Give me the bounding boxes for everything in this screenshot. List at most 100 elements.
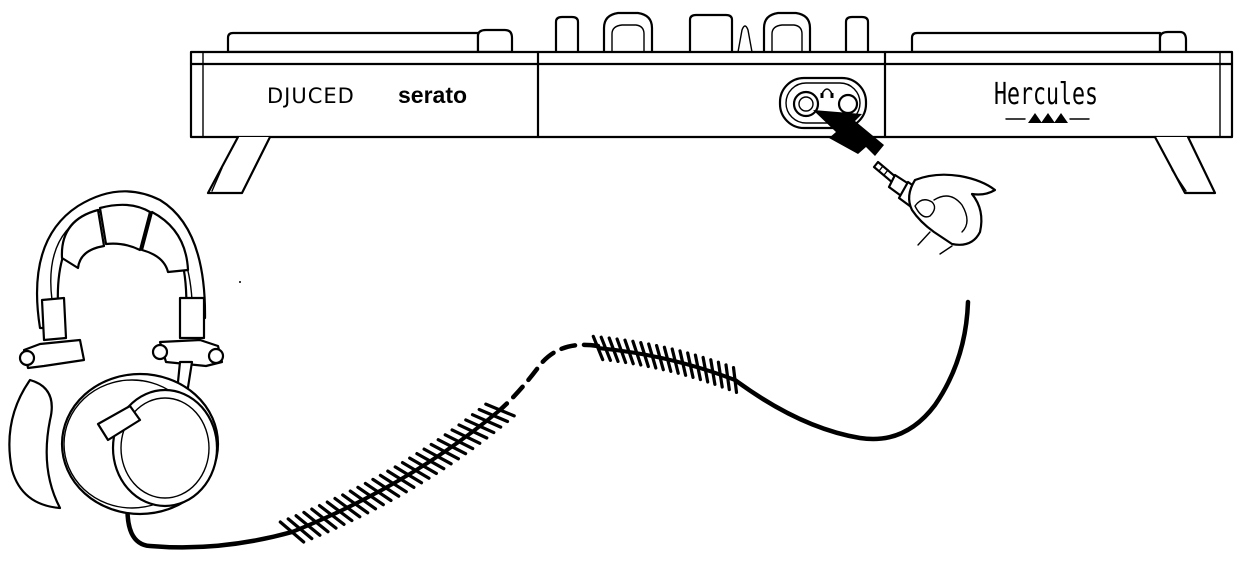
djuced-logo: DJUCED: [267, 84, 355, 108]
slider-left: [40, 296, 68, 342]
coil-tick: [393, 465, 424, 485]
serato-logo: serato: [398, 82, 467, 108]
right-leg: [1153, 135, 1217, 195]
coil-tick: [400, 461, 431, 480]
coil-tick: [709, 358, 717, 386]
cable-straight-bottom: [125, 495, 295, 550]
coil-tick: [415, 452, 446, 471]
coil-tick: [450, 428, 482, 445]
yoke-right-pivot-2: [207, 347, 225, 365]
coil-tick: [429, 442, 460, 461]
center-fader-block: [688, 13, 734, 54]
coil-tick: [639, 341, 650, 369]
coil-tick: [686, 351, 695, 379]
coil-tick: [422, 447, 453, 466]
coil-tick: [325, 500, 354, 523]
coil-tick: [716, 360, 724, 389]
coil-tick: [356, 485, 385, 507]
coil-tick: [294, 514, 322, 537]
coil-tick: [408, 456, 438, 476]
center-knob-1: [554, 15, 580, 54]
coil-tick: [386, 469, 416, 489]
jack-panel-inner: [785, 82, 861, 124]
headband-pad-center: [98, 203, 152, 252]
hand: [908, 173, 997, 246]
coil-tick: [607, 336, 620, 363]
coil-top-ticks: [591, 334, 739, 394]
coil-tick: [724, 363, 731, 392]
right-top-knob: [1158, 30, 1188, 54]
cable-coil-bottom: [291, 408, 502, 534]
center-knob-3-inner: [771, 24, 803, 53]
cable-straight-top: [732, 299, 971, 442]
finger-detail: [933, 195, 968, 233]
cable-break-dashed: [497, 342, 601, 413]
coil-tick: [317, 504, 346, 527]
dj-controller: DJUCED serato Hercules: [189, 11, 1234, 195]
headphone-cable: [125, 299, 971, 550]
earcup-hinge: [96, 404, 142, 442]
headphone-icon: [820, 88, 834, 98]
yoke-right-pivot: [151, 343, 169, 361]
insert-arrow: [813, 110, 884, 156]
wrist-line-2: [939, 245, 953, 255]
center-knob-2-inner: [611, 24, 645, 53]
hercules-logo-group: Hercules: [994, 77, 1098, 123]
coil-tick: [436, 438, 468, 456]
wrist-line-1: [917, 231, 931, 246]
slider-right: [178, 296, 206, 340]
earcup-shell-inner: [120, 397, 210, 499]
coil-tick: [731, 366, 739, 394]
coil-tick: [348, 489, 378, 511]
coil-tick: [477, 407, 510, 424]
right-leg-detail: [1171, 169, 1187, 192]
thumb: [914, 199, 936, 218]
left-leg-detail: [211, 167, 223, 192]
coil-tick: [341, 493, 370, 515]
coil-tick: [333, 496, 362, 519]
coil-tick: [693, 353, 703, 382]
headband-pad-left: [60, 208, 106, 270]
center-fader-cap: [737, 25, 753, 53]
coil-tick: [302, 510, 330, 534]
hercules-triangles: [1028, 113, 1068, 123]
coil-tick: [654, 344, 665, 372]
coil-bottom-ticks: [278, 402, 516, 544]
left-jog-plate: [226, 31, 480, 54]
coil-tick: [457, 423, 489, 440]
coil-tick: [484, 402, 516, 418]
coil-tick: [310, 507, 338, 530]
coil-tick: [623, 338, 635, 366]
coil-tick: [647, 342, 658, 370]
hand-with-plug: [872, 160, 997, 255]
coil-tick: [615, 337, 628, 365]
coil-tick: [378, 473, 408, 494]
coil-tick: [701, 355, 710, 384]
coil-tick: [631, 339, 643, 367]
left-top-knob: [476, 28, 514, 54]
yoke-left-pivot: [18, 349, 36, 367]
coil-tick: [599, 335, 613, 362]
speck: [239, 281, 241, 283]
jack-large-inner: [798, 96, 814, 112]
yoke-left: [22, 338, 86, 370]
coil-tick: [443, 433, 475, 451]
earcup-back: [8, 378, 62, 510]
center-knob-4: [844, 15, 870, 54]
coil-tick: [670, 347, 680, 375]
coil-tick: [470, 413, 503, 429]
coil-tick: [662, 345, 673, 373]
yoke-right: [158, 338, 224, 368]
right-jog-plate: [910, 31, 1162, 54]
center-knob-3: [762, 11, 812, 54]
jack-large[interactable]: [792, 90, 820, 118]
headband-pad-right: [140, 210, 190, 274]
hercules-logo: Hercules: [994, 77, 1098, 112]
coil-tick: [678, 349, 688, 377]
coil-tick: [286, 517, 314, 541]
coil-tick: [371, 477, 401, 498]
left-leg: [206, 135, 272, 195]
center-knob-2: [602, 11, 654, 54]
